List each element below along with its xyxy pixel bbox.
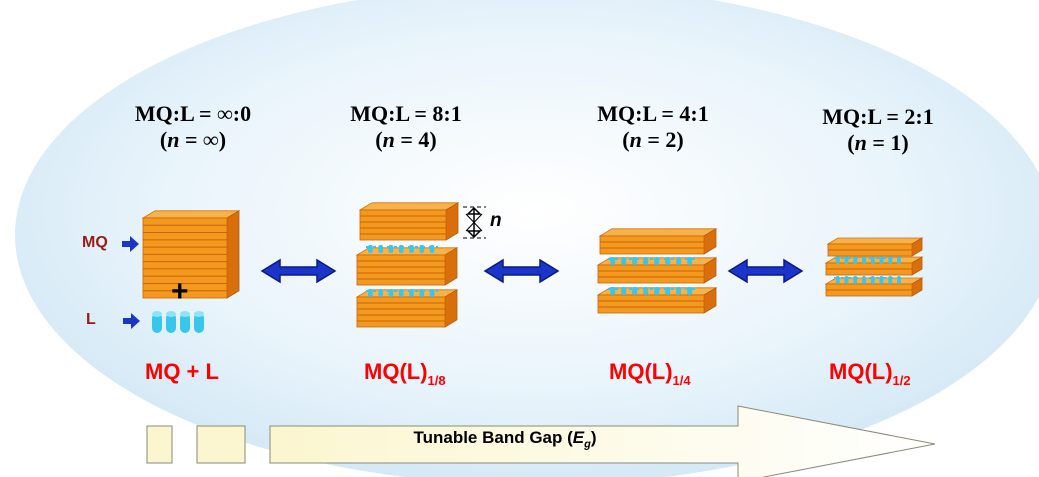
ligand-cylinder-top [166,311,176,317]
ligand-molecule [610,287,616,295]
ligand-molecule [368,245,373,253]
background-ellipse [15,0,1039,477]
ligand-molecule [844,276,849,284]
slab-front-face [597,294,705,314]
ligand-molecule [687,287,693,295]
ligand-molecule [879,276,884,284]
product-label-1: MQ + L [145,359,219,384]
n-value-label: (n = 1) [847,130,909,155]
ratio-label-4: MQ:L = 2:1 (n = 1) [788,104,968,156]
product-label-2: MQ(L)1/8 [364,359,446,388]
slab-front-face [356,254,446,286]
ligand-molecule [632,287,638,295]
ligand-cylinders [152,311,204,333]
mq-l-1-4-stack [596,228,718,314]
double-arrow-3 [727,258,804,284]
ligand-molecule [632,257,638,265]
layer-thickness-label: n [490,210,502,231]
ligand-cylinder-top [180,311,190,317]
ratio-label-3: MQ:L = 4:1 (n = 2) [563,101,743,153]
banner-block-2 [196,425,246,464]
product-label-3: MQ(L)1/4 [609,359,691,388]
ratio-text: MQ:L = 8:1 [350,101,462,126]
slab-front-face [356,296,446,328]
ratio-text: MQ:L = 2:1 [822,104,934,129]
ligand-molecule [844,256,849,264]
ligand-cylinder-top [194,311,204,317]
ligand-cylinder-top [152,311,162,317]
ligand-molecule [610,257,616,265]
double-arrow-2 [483,258,560,284]
band-gap-arrow [269,405,936,477]
mq-l-1-2-stack [824,237,924,297]
slab-front-face [359,209,447,241]
n-value-label: (n = ∞) [159,127,227,152]
slab-top-face [598,228,718,237]
bulk-mq-stack [141,210,241,299]
ratio-label-2: MQ:L = 8:1 (n = 4) [316,101,496,153]
slab-side-face [226,210,240,299]
l-pointer-arrow [123,313,140,329]
double-arrow-1 [260,258,337,284]
slab-front-face [142,217,228,299]
product-label-4: MQ(L)1/2 [829,359,911,388]
slab-top-face [826,237,924,245]
layer-thickness-marker [463,206,486,239]
slab-front-face [599,235,705,255]
banner-block-1 [146,425,173,464]
ratio-label-1: MQ:L = ∞:0 (n = ∞) [103,101,283,153]
slab-front-face [597,264,705,284]
ratio-text: MQ:L = 4:1 [597,101,709,126]
mq-side-label: MQ [82,234,108,251]
ligand-molecule [368,289,373,297]
ligand-cylinder [166,313,176,333]
ligand-cylinder [194,313,204,333]
slab-top-face [358,202,460,211]
l-side-label: L [86,311,96,328]
ligand-molecule [687,257,693,265]
plus-sign: + [171,275,189,308]
ligand-cylinder [180,313,190,333]
slab-top-face [141,210,241,219]
ratio-text: MQ:L = ∞:0 [134,101,252,126]
ligand-cylinder [152,313,162,333]
mq-l-1-8-stack [355,202,460,328]
n-value-label: (n = 4) [375,127,437,152]
ligand-molecule [879,256,884,264]
n-value-label: (n = 2) [622,127,684,152]
mq-pointer-arrow [122,236,139,252]
band-gap-label: Tunable Band Gap (Eg) [413,428,597,451]
